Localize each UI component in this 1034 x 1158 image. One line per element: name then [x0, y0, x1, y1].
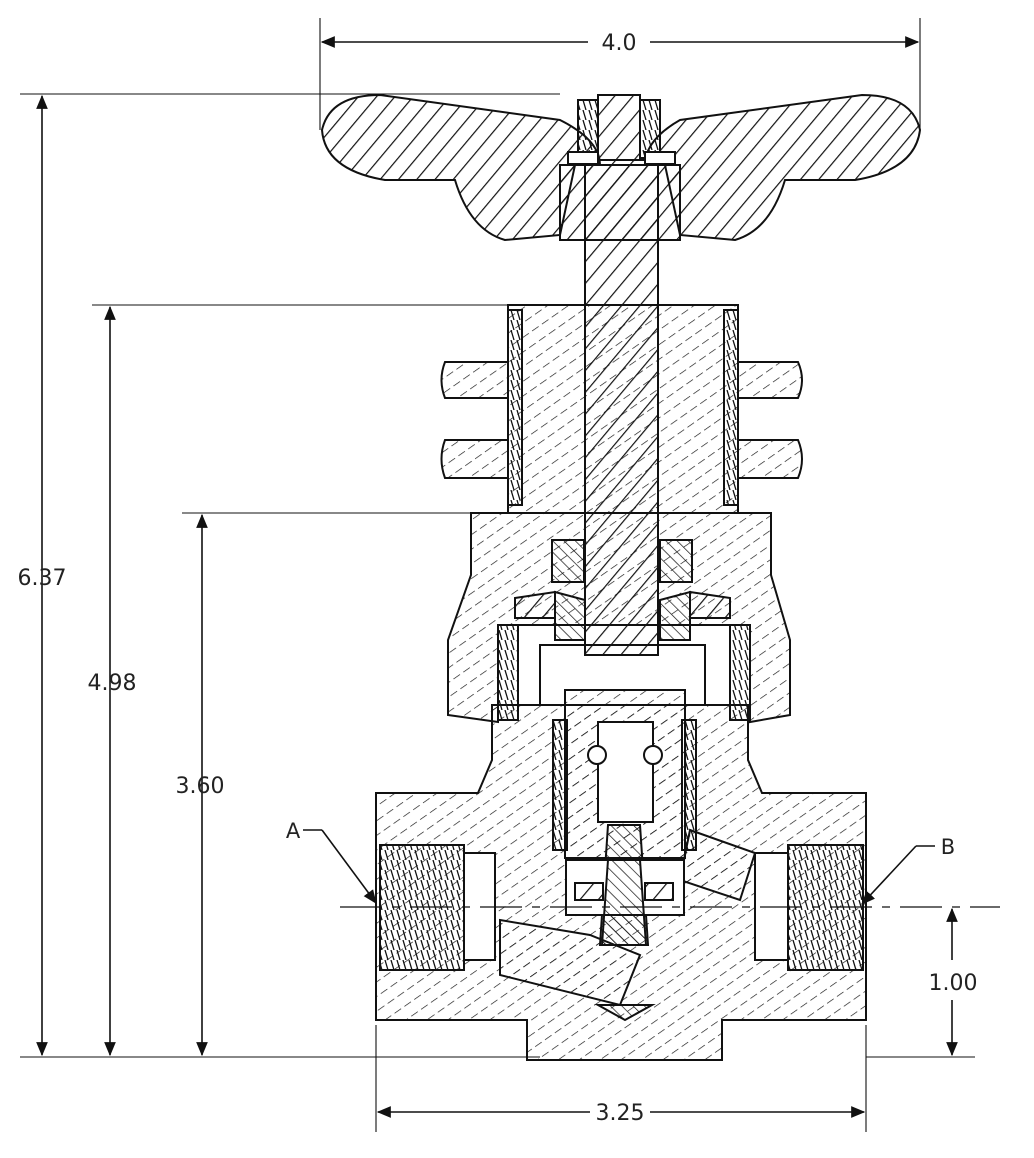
dimension-overall-width: 4.0: [319, 18, 921, 130]
valve-disc: [552, 689, 697, 946]
dimension-bonnet-height: 4.98: [88, 304, 508, 1057]
dim-label-body-height: 3.60: [176, 774, 225, 799]
dim-label-port-height: 1.00: [929, 971, 978, 996]
callout-label-port-a: A: [286, 819, 301, 843]
dimension-overall-height: 6.37: [18, 93, 560, 1058]
callout-port-a: A: [286, 819, 377, 904]
dimension-body-length: 3.25: [375, 1025, 867, 1132]
dim-label-overall-height: 6.37: [18, 566, 67, 591]
panel-nut-right-upper: [737, 361, 803, 399]
dimension-body-height: 3.60: [176, 512, 471, 1057]
panel-nut-right-lower: [737, 439, 803, 479]
panel-nut-left-lower: [440, 439, 509, 479]
dimension-port-height: 1.00: [866, 907, 978, 1058]
dim-label-body-length: 3.25: [596, 1101, 645, 1126]
callout-port-b: B: [861, 835, 955, 905]
valve-stem: [577, 94, 661, 656]
handle: [320, 93, 922, 242]
callout-label-port-b: B: [941, 835, 955, 859]
dim-label-bonnet-height: 4.98: [88, 671, 137, 696]
dim-label-overall-width: 4.0: [602, 31, 637, 56]
panel-nut-left-upper: [440, 361, 509, 399]
